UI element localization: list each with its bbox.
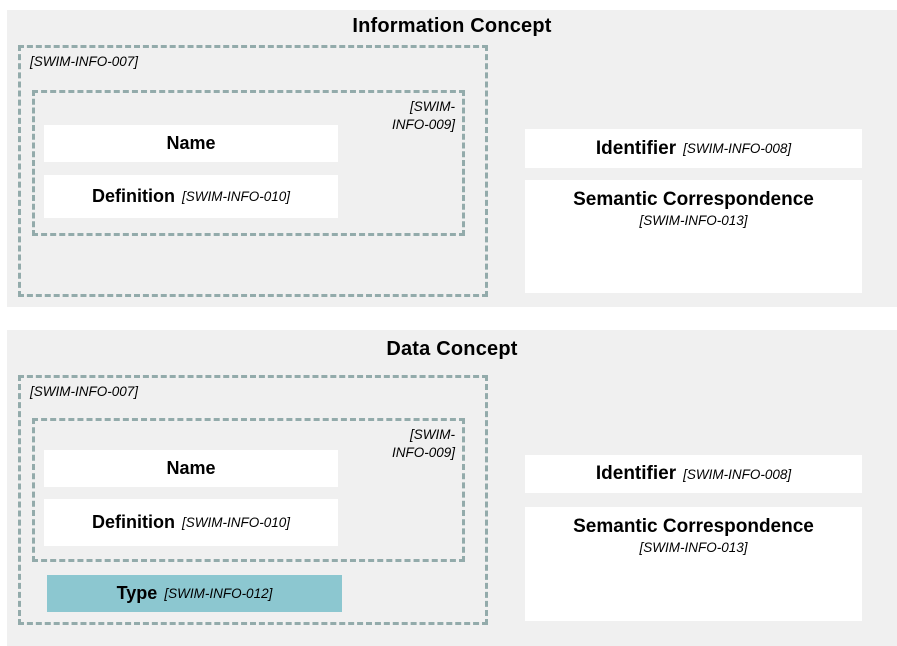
definition-ref: [SWIM-INFO-010]: [181, 189, 290, 204]
swim-info-007-label: [SWIM-INFO-007]: [30, 384, 139, 399]
data-concept-panel: Data Concept [SWIM-INFO-007] [SWIM- INFO…: [7, 330, 897, 646]
identifier-label: Identifier: [595, 137, 677, 159]
swim-info-009-label: [SWIM- INFO-009]: [392, 98, 455, 133]
semantic-correspondence-box: Semantic Correspondence [SWIM-INFO-013]: [525, 180, 862, 293]
name-box: Name: [44, 450, 338, 487]
name-label: Name: [166, 458, 216, 478]
swim-info-009-label-line2: INFO-009]: [391, 444, 455, 460]
semantic-correspondence-box: Semantic Correspondence [SWIM-INFO-013]: [525, 507, 862, 621]
swim-info-009-label-line1: [SWIM-: [410, 99, 455, 114]
definition-box: Definition [SWIM-INFO-010]: [44, 499, 338, 546]
name-label: Name: [166, 133, 216, 153]
name-box: Name: [44, 125, 338, 162]
swim-info-009-label: [SWIM- INFO-009]: [392, 426, 455, 461]
information-concept-panel: Information Concept [SWIM-INFO-007] [SWI…: [7, 10, 897, 307]
semantic-correspondence-label: Semantic Correspondence: [573, 516, 814, 537]
information-concept-title: Information Concept: [352, 15, 552, 37]
identifier-box: Identifier [SWIM-INFO-008]: [525, 455, 862, 493]
data-concept-title: Data Concept: [386, 338, 518, 360]
type-label: Type: [116, 583, 158, 603]
definition-ref: [SWIM-INFO-010]: [181, 515, 290, 530]
swim-info-009-group: [SWIM- INFO-009] Name Definition [SWIM-I…: [32, 90, 465, 236]
semantic-correspondence-label: Semantic Correspondence: [573, 189, 814, 210]
definition-label: Definition: [91, 186, 175, 206]
definition-box: Definition [SWIM-INFO-010]: [44, 175, 338, 218]
definition-label: Definition: [91, 512, 175, 532]
swim-info-009-label-line2: INFO-009]: [391, 116, 455, 132]
semantic-correspondence-ref: [SWIM-INFO-013]: [639, 540, 748, 555]
swim-info-007-group: [SWIM-INFO-007] [SWIM- INFO-009] Name De…: [18, 45, 488, 297]
identifier-ref: [SWIM-INFO-008]: [683, 466, 792, 482]
identifier-label: Identifier: [595, 463, 677, 484]
swim-info-007-group: [SWIM-INFO-007] [SWIM- INFO-009] Name De…: [18, 375, 488, 625]
identifier-box: Identifier [SWIM-INFO-008]: [525, 129, 862, 168]
semantic-correspondence-ref: [SWIM-INFO-013]: [639, 213, 748, 228]
type-box: Type [SWIM-INFO-012]: [47, 575, 342, 612]
swim-info-007-label: [SWIM-INFO-007]: [30, 54, 139, 69]
type-ref: [SWIM-INFO-012]: [164, 586, 273, 601]
swim-info-009-label-line1: [SWIM-: [410, 427, 455, 442]
swim-info-009-group: [SWIM- INFO-009] Name Definition [SWIM-I…: [32, 418, 465, 562]
identifier-ref: [SWIM-INFO-008]: [683, 141, 792, 156]
